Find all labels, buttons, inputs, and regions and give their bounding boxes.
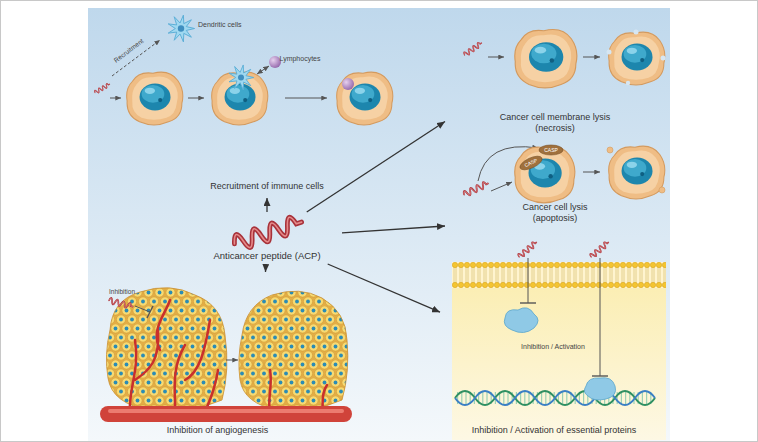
mechanism-panel: Cancer cell lysis (apoptosis): [445, 148, 665, 232]
apoptotic-bleb: [659, 187, 665, 193]
dendritic-cell: [229, 65, 254, 90]
inhibition-bar: [147, 306, 153, 318]
peptide: [517, 240, 538, 259]
mechanism-panel: Inhibition of angiogenesis: [100, 272, 335, 440]
membrane-pore: [607, 50, 612, 55]
cancer-cell: [515, 146, 575, 203]
inhibition-line: [135, 306, 150, 312]
peptide-label: Anticancer peptide (ACP): [213, 250, 320, 261]
inhibition-bar: [592, 375, 608, 376]
mechanism-panel: Recruitment of immune cells: [132, 30, 402, 198]
dna-strand: [455, 391, 655, 405]
caption-block: Inhibition / Activation of essential pro…: [472, 425, 637, 436]
caspase: [539, 145, 563, 155]
mechanism-caption: Inhibition of angiogenesis: [167, 425, 269, 436]
annotation-label: Inhibition: [109, 289, 135, 296]
background-panel: [88, 8, 670, 441]
peptide: [108, 297, 133, 309]
annotation-label: Lymphocytes: [280, 55, 321, 62]
mechanism-arrow: [307, 122, 445, 212]
annotation-label: CASP: [544, 148, 558, 153]
peptide-node: Anticancer peptide (ACP): [192, 212, 342, 264]
mechanism-arrow: [342, 226, 445, 233]
peptide: [589, 240, 610, 259]
caption-block: Anticancer peptide (ACP): [213, 250, 320, 261]
blood-vessel: [130, 300, 218, 412]
apoptotic-cell: [609, 146, 665, 199]
protein: [504, 308, 538, 333]
vessel-highlight: [108, 409, 344, 413]
step-arrow: [226, 360, 238, 361]
annotation-label: Dendritic cells: [198, 21, 242, 28]
mechanism-caption: Cancer cell membrane lysis (necrosis): [490, 112, 620, 134]
protein: [584, 378, 615, 400]
inhibition-line: [600, 258, 601, 376]
membrane-pore: [661, 56, 666, 61]
mechanism-caption: Recruitment of immune cells: [210, 181, 324, 192]
caption-block: Cancer cell membrane lysis (necrosis): [490, 112, 620, 134]
inhibition-line: [528, 258, 529, 303]
tumor-mass: [239, 291, 348, 411]
cancer-cell: [515, 29, 577, 87]
step-arrow: [285, 98, 327, 99]
lymphocyte: [342, 78, 354, 90]
lysed-cell: [609, 32, 665, 85]
mechanism-arrow: [328, 264, 440, 312]
mechanism-panel: Cancer cell membrane lysis (necrosis): [445, 22, 665, 142]
peptide: [463, 181, 490, 198]
caption-block: Cancer cell lysis (apoptosis): [505, 202, 605, 224]
dendritic-cell: [168, 15, 194, 42]
dna-strand: [455, 391, 655, 405]
membrane-base: [452, 262, 666, 288]
interaction-arrow: [257, 66, 269, 74]
cell-membrane: [452, 262, 666, 288]
membrane-pore: [626, 81, 630, 85]
mechanism-caption: Cancer cell lysis (apoptosis): [505, 202, 605, 224]
mechanism-arrow: [265, 264, 267, 272]
mechanism-caption: Inhibition / Activation of essential pro…: [472, 425, 637, 436]
caspase: [518, 153, 544, 172]
blood-vessel: [269, 370, 327, 412]
membrane-pore: [634, 30, 639, 35]
anticancer-peptide: [232, 214, 304, 252]
lymphocyte: [269, 56, 281, 68]
apoptotic-bleb: [607, 147, 613, 153]
step-arrow: [491, 182, 512, 191]
cancer-cell: [337, 72, 393, 125]
step-arrow: [110, 98, 121, 99]
inhibition-bar: [520, 302, 536, 303]
annotation-label: Inhibition / Activation: [521, 343, 585, 350]
step-arrow: [583, 57, 600, 58]
step-arrow: [488, 57, 504, 58]
main-vessel: [100, 406, 352, 422]
peptide: [463, 41, 483, 57]
peptide: [94, 82, 111, 94]
step-arrow: [188, 98, 204, 99]
cancer-cell: [127, 72, 183, 125]
mechanism-arrow: [266, 198, 267, 212]
cytoplasm: [452, 288, 666, 440]
step-arrow: [583, 172, 600, 173]
caption-block: Recruitment of immune cells: [210, 181, 324, 192]
caption-block: Inhibition of angiogenesis: [167, 425, 269, 436]
